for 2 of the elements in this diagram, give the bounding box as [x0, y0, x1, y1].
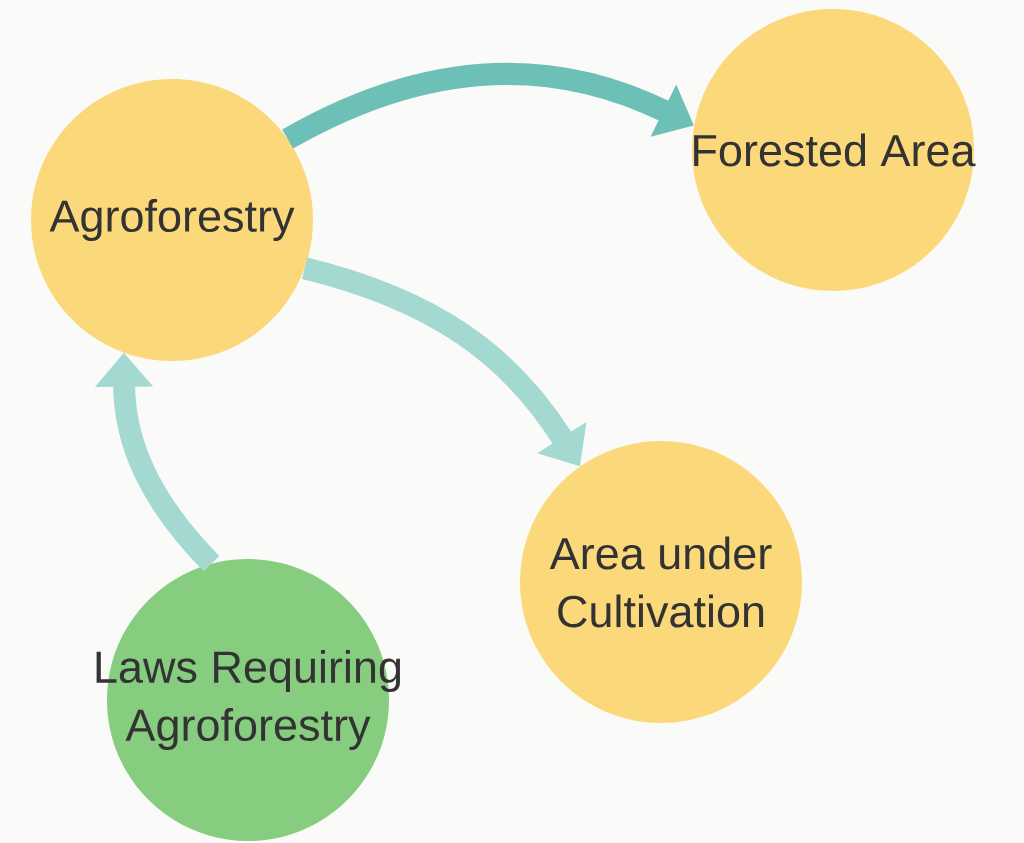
- circle-node: Area under Cultivation: [520, 441, 802, 723]
- circle-node: Agroforestry: [31, 79, 313, 361]
